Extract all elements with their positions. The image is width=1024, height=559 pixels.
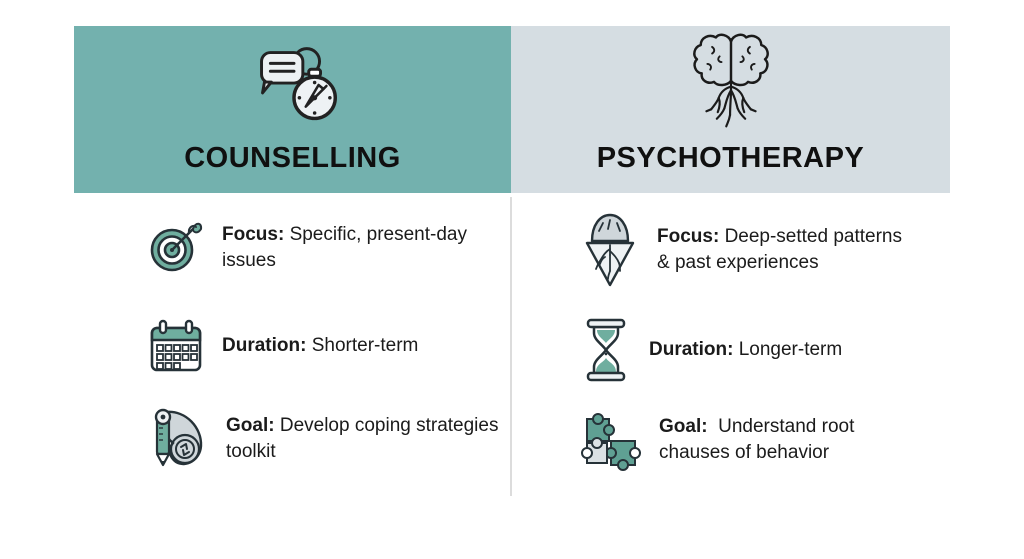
counselling-duration-text: Duration: Shorter-term [222, 335, 419, 356]
psychotherapy-goal-row: Goal: Understand root chauses of behavio… [511, 409, 950, 471]
column-divider [510, 197, 512, 496]
iceberg-roots-icon [581, 212, 639, 288]
psychotherapy-header: PSYCHOTHERAPY [511, 26, 950, 193]
psychotherapy-title: PSYCHOTHERAPY [596, 142, 865, 174]
psychotherapy-goal-text: Goal: Understand root chauses of behavio… [659, 416, 855, 463]
psychotherapy-focus-row: Focus: Deep-setted patterns & past exper… [511, 212, 950, 288]
counselling-column: Focus: Specific, present-day issues [74, 196, 511, 472]
hourglass-icon [581, 318, 631, 382]
counselling-title: COUNSELLING [184, 142, 401, 174]
psychotherapy-duration-row: Duration: Longer-term [511, 318, 950, 382]
chat-stopwatch-icon [234, 40, 352, 132]
psychotherapy-column: Focus: Deep-setted patterns & past exper… [511, 196, 950, 471]
puzzle-icon [581, 409, 641, 471]
calendar-icon [148, 318, 204, 374]
counselling-goal-text: Goal: Develop coping strategies toolkit [226, 415, 499, 462]
target-icon [148, 220, 204, 276]
psychotherapy-focus-text: Focus: Deep-setted patterns & past exper… [657, 226, 903, 273]
counselling-duration-row: Duration: Shorter-term [74, 318, 511, 374]
psychotherapy-duration-text: Duration: Longer-term [649, 339, 843, 360]
counselling-goal-row: Goal: Develop coping strategies toolkit [74, 406, 511, 472]
brain-roots-icon [688, 28, 774, 132]
toolkit-icon [148, 406, 208, 472]
counselling-header: COUNSELLING [74, 26, 511, 193]
counselling-focus-row: Focus: Specific, present-day issues [74, 220, 511, 276]
counselling-focus-text: Focus: Specific, present-day issues [222, 224, 467, 271]
